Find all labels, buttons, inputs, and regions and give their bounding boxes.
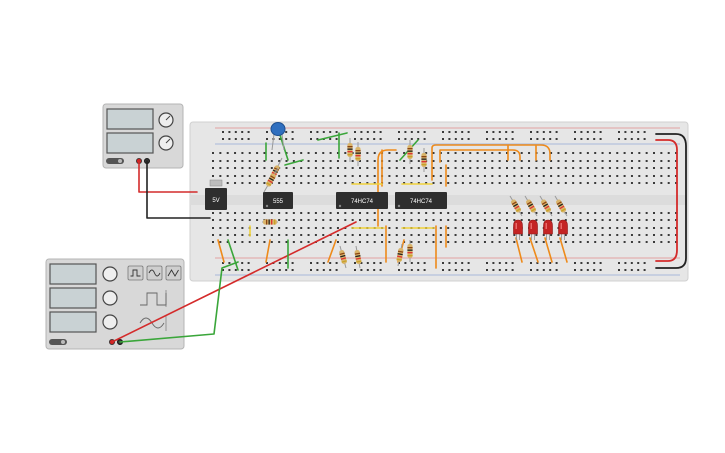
flipflop-ic-a[interactable]: 74HC74 bbox=[336, 192, 388, 209]
resistor[interactable] bbox=[524, 195, 538, 217]
led[interactable] bbox=[558, 219, 568, 240]
function-generator-display-1 bbox=[49, 263, 97, 285]
led[interactable] bbox=[543, 219, 553, 240]
resistor[interactable] bbox=[539, 195, 553, 217]
voltage-regulator[interactable]: 5V bbox=[205, 179, 227, 210]
resistor[interactable] bbox=[407, 240, 413, 262]
resistor[interactable] bbox=[354, 245, 362, 269]
flipflop-b-label: 74HC74 bbox=[410, 199, 433, 205]
resistors[interactable] bbox=[262, 138, 568, 269]
wire-black-rail-loop bbox=[655, 133, 687, 269]
regulator-label: 5V bbox=[212, 198, 219, 204]
timer-label: 555 bbox=[273, 199, 284, 205]
wire-green-signal bbox=[119, 261, 239, 343]
wire-red-signal bbox=[111, 221, 357, 343]
resistor[interactable] bbox=[347, 138, 353, 162]
square-trace-icon bbox=[140, 290, 167, 307]
rail-lines bbox=[215, 127, 680, 276]
power-supply[interactable] bbox=[102, 103, 184, 169]
resistor[interactable] bbox=[407, 140, 413, 164]
timer-ic-555[interactable]: 555 bbox=[263, 192, 293, 209]
capacitor[interactable] bbox=[270, 122, 286, 151]
flipflop-a-label: 74HC74 bbox=[351, 199, 374, 205]
wire-red-rail-loop bbox=[655, 139, 678, 262]
led[interactable] bbox=[513, 219, 523, 240]
triangle-wave-icon[interactable] bbox=[165, 265, 182, 281]
resistor[interactable] bbox=[421, 148, 427, 172]
function-generator-display-2 bbox=[49, 287, 97, 309]
flipflop-ic-b[interactable]: 74HC74 bbox=[395, 192, 447, 209]
function-generator-display-3 bbox=[49, 311, 97, 333]
resistor[interactable] bbox=[262, 219, 278, 225]
wire-red-power bbox=[138, 160, 198, 193]
leds[interactable] bbox=[513, 219, 568, 240]
resistor[interactable] bbox=[355, 142, 361, 166]
wire-black-power bbox=[146, 160, 211, 219]
led[interactable] bbox=[528, 219, 538, 240]
power-supply-voltage-display bbox=[106, 108, 154, 130]
resistor[interactable] bbox=[396, 243, 404, 267]
resistor[interactable] bbox=[263, 167, 279, 193]
sine-wave-icon[interactable] bbox=[146, 265, 163, 281]
power-supply-current-display bbox=[106, 132, 154, 154]
function-generator-knob-2[interactable] bbox=[102, 290, 118, 306]
resistor[interactable] bbox=[339, 245, 348, 269]
function-generator-knob-1[interactable] bbox=[102, 266, 118, 282]
square-wave-icon[interactable] bbox=[127, 265, 144, 281]
resistor[interactable] bbox=[554, 195, 568, 217]
resistor[interactable] bbox=[509, 195, 523, 217]
function-generator-knob-3[interactable] bbox=[102, 314, 118, 330]
function-generator[interactable] bbox=[45, 258, 185, 350]
